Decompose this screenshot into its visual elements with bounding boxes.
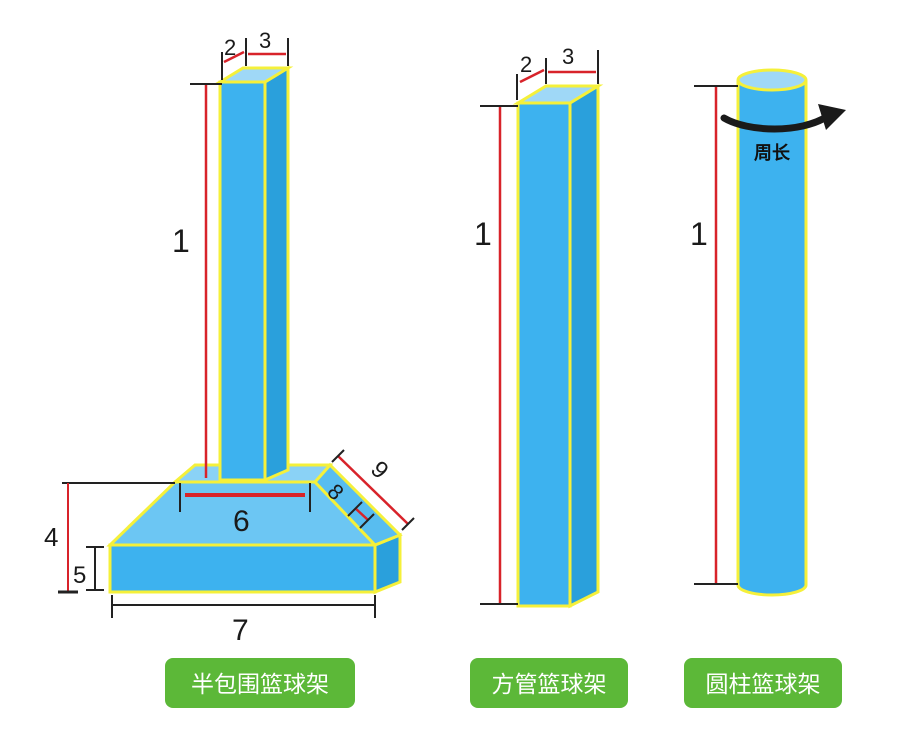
caption-half-enclosed: 半包围篮球架: [191, 672, 329, 698]
pole-side-face: [263, 65, 290, 483]
tube-dim-label-3: 3: [562, 44, 574, 69]
caption-badge: [684, 658, 842, 708]
tube-top-face: [512, 84, 604, 105]
arrowhead-icon: [818, 104, 846, 130]
tube-dim-label-1: 1: [474, 216, 492, 252]
perimeter-label: 周长: [754, 143, 791, 164]
tube-side-face: [568, 83, 600, 609]
caption-badge: [470, 658, 628, 708]
perimeter-arrow-icon: [720, 112, 832, 133]
caption-badge: [165, 658, 355, 708]
tube-front-face: [516, 101, 572, 608]
cylinder-body: [736, 80, 808, 597]
dim-label-3: 3: [259, 28, 271, 53]
caption-square-tube: 方管篮球架: [492, 672, 607, 698]
tube-dim-label-2: 2: [520, 52, 532, 77]
dim-label-4: 4: [44, 522, 58, 552]
cylinder-stand: 周长 1 圆柱篮球架: [684, 68, 846, 708]
dim-label-9: 9: [365, 456, 394, 485]
dim-label-1: 1: [172, 223, 190, 259]
caption-cylinder: 圆柱篮球架: [706, 672, 821, 698]
pole-top-face: [214, 66, 294, 84]
cylinder-top: [736, 68, 808, 92]
half-enclosed-stand: 1 2 3 4 5 6 7 8: [44, 28, 415, 708]
dim-label-5: 5: [73, 562, 86, 589]
cyl-dim-label-1: 1: [690, 216, 708, 252]
base-front-face: [108, 543, 377, 594]
square-tube-stand: 1 2 3 方管篮球架: [470, 44, 628, 708]
dim-label-6: 6: [233, 505, 250, 538]
dim-label-7: 7: [232, 614, 249, 647]
pole-front-face: [218, 80, 267, 482]
dim-label-2: 2: [224, 35, 236, 60]
